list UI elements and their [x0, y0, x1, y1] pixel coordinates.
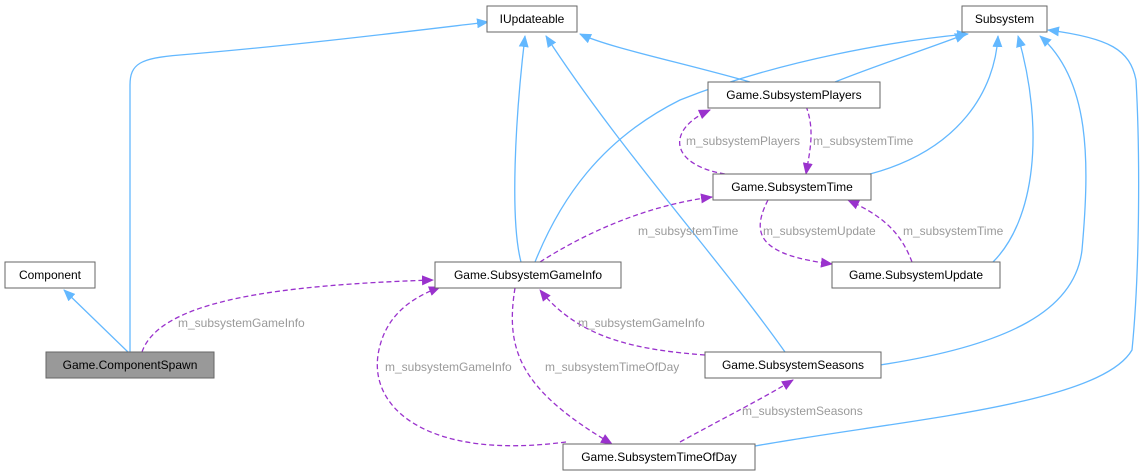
edge-label-spawn-to-gameinfo: m_subsystemGameInfo — [178, 316, 305, 330]
node-component[interactable]: Component — [4, 261, 96, 289]
edge-label-gameinfo-to-timeofday: m_subsystemTimeOfDay — [545, 360, 679, 374]
edge-label-gameinfo-to-time: m_subsystemTime — [638, 224, 739, 238]
edge-labels: m_subsystemPlayers m_subsystemTime m_sub… — [178, 134, 1004, 418]
nodes: IUpdateable Subsystem Game.SubsystemPlay… — [4, 5, 1048, 471]
edge-players-to-time — [802, 105, 813, 175]
edge-componentspawn-to-iupdateable — [129, 18, 489, 352]
node-subsystem-gameinfo[interactable]: Game.SubsystemGameInfo — [434, 261, 622, 289]
node-label: Game.SubsystemTimeOfDay — [581, 450, 737, 464]
edge-gameinfo-to-iupdateable — [514, 35, 529, 263]
node-label: Game.SubsystemTime — [731, 180, 853, 194]
edge-componentspawn-to-component — [63, 289, 129, 353]
usage-edges — [141, 105, 913, 447]
edge-label-players-to-time: m_subsystemPlayers — [686, 134, 800, 148]
edge-update-to-time — [847, 199, 913, 263]
edge-gameinfo-to-time — [539, 193, 713, 263]
node-label: Game.ComponentSpawn — [63, 358, 198, 372]
edge-time-to-players — [679, 109, 726, 175]
node-subsystem-time[interactable]: Game.SubsystemTime — [712, 173, 872, 201]
edge-update-to-subsystem — [992, 35, 1034, 263]
edge-players-to-subsystem — [834, 33, 967, 83]
edge-gameinfo-to-subsystem — [534, 29, 969, 263]
edge-label-time-to-update: m_subsystemUpdate — [763, 224, 876, 238]
node-label: Game.SubsystemPlayers — [726, 88, 861, 102]
edge-timeofday-to-gameinfo — [376, 286, 567, 447]
edge-time-to-update — [759, 199, 833, 268]
edge-gameinfo-to-timeofday — [511, 287, 613, 445]
edge-label-update-to-time: m_subsystemTime — [903, 224, 1004, 238]
node-subsystem-players[interactable]: Game.SubsystemPlayers — [707, 81, 881, 109]
edge-seasons-to-gameinfo — [539, 289, 706, 356]
node-subsystem[interactable]: Subsystem — [961, 5, 1048, 33]
edge-label-seasons-to-timeofday: m_subsystemSeasons — [742, 404, 863, 418]
node-label: IUpdateable — [500, 12, 565, 26]
node-label: Game.SubsystemUpdate — [849, 268, 983, 282]
edge-timeofday-to-subsystem — [754, 26, 1140, 447]
node-iupdateable[interactable]: IUpdateable — [486, 5, 578, 33]
node-subsystem-update[interactable]: Game.SubsystemUpdate — [831, 261, 1001, 289]
inheritance-edges — [63, 18, 1140, 447]
node-label: Component — [19, 268, 82, 282]
edge-players-to-iupdateable — [579, 33, 751, 83]
node-component-spawn[interactable]: Game.ComponentSpawn — [45, 351, 215, 379]
node-label: Game.SubsystemGameInfo — [454, 268, 602, 282]
edge-timeofday-to-seasons — [679, 379, 794, 443]
edge-time-to-subsystem — [869, 35, 1003, 175]
edge-seasons-to-subsystem — [879, 35, 1087, 366]
node-subsystem-seasons[interactable]: Game.SubsystemSeasons — [704, 351, 882, 379]
edge-label-seasons-to-gameinfo: m_subsystemGameInfo — [578, 316, 705, 330]
edge-spawn-to-gameinfo — [141, 275, 434, 353]
node-subsystem-timeofday[interactable]: Game.SubsystemTimeOfDay — [562, 443, 756, 471]
edge-label-time-to-players: m_subsystemTime — [813, 134, 914, 148]
edge-label-timeofday-to-gameinfo: m_subsystemGameInfo — [385, 360, 512, 374]
node-label: Game.SubsystemSeasons — [722, 358, 864, 372]
node-label: Subsystem — [975, 12, 1034, 26]
edge-seasons-to-iupdateable — [545, 35, 786, 353]
